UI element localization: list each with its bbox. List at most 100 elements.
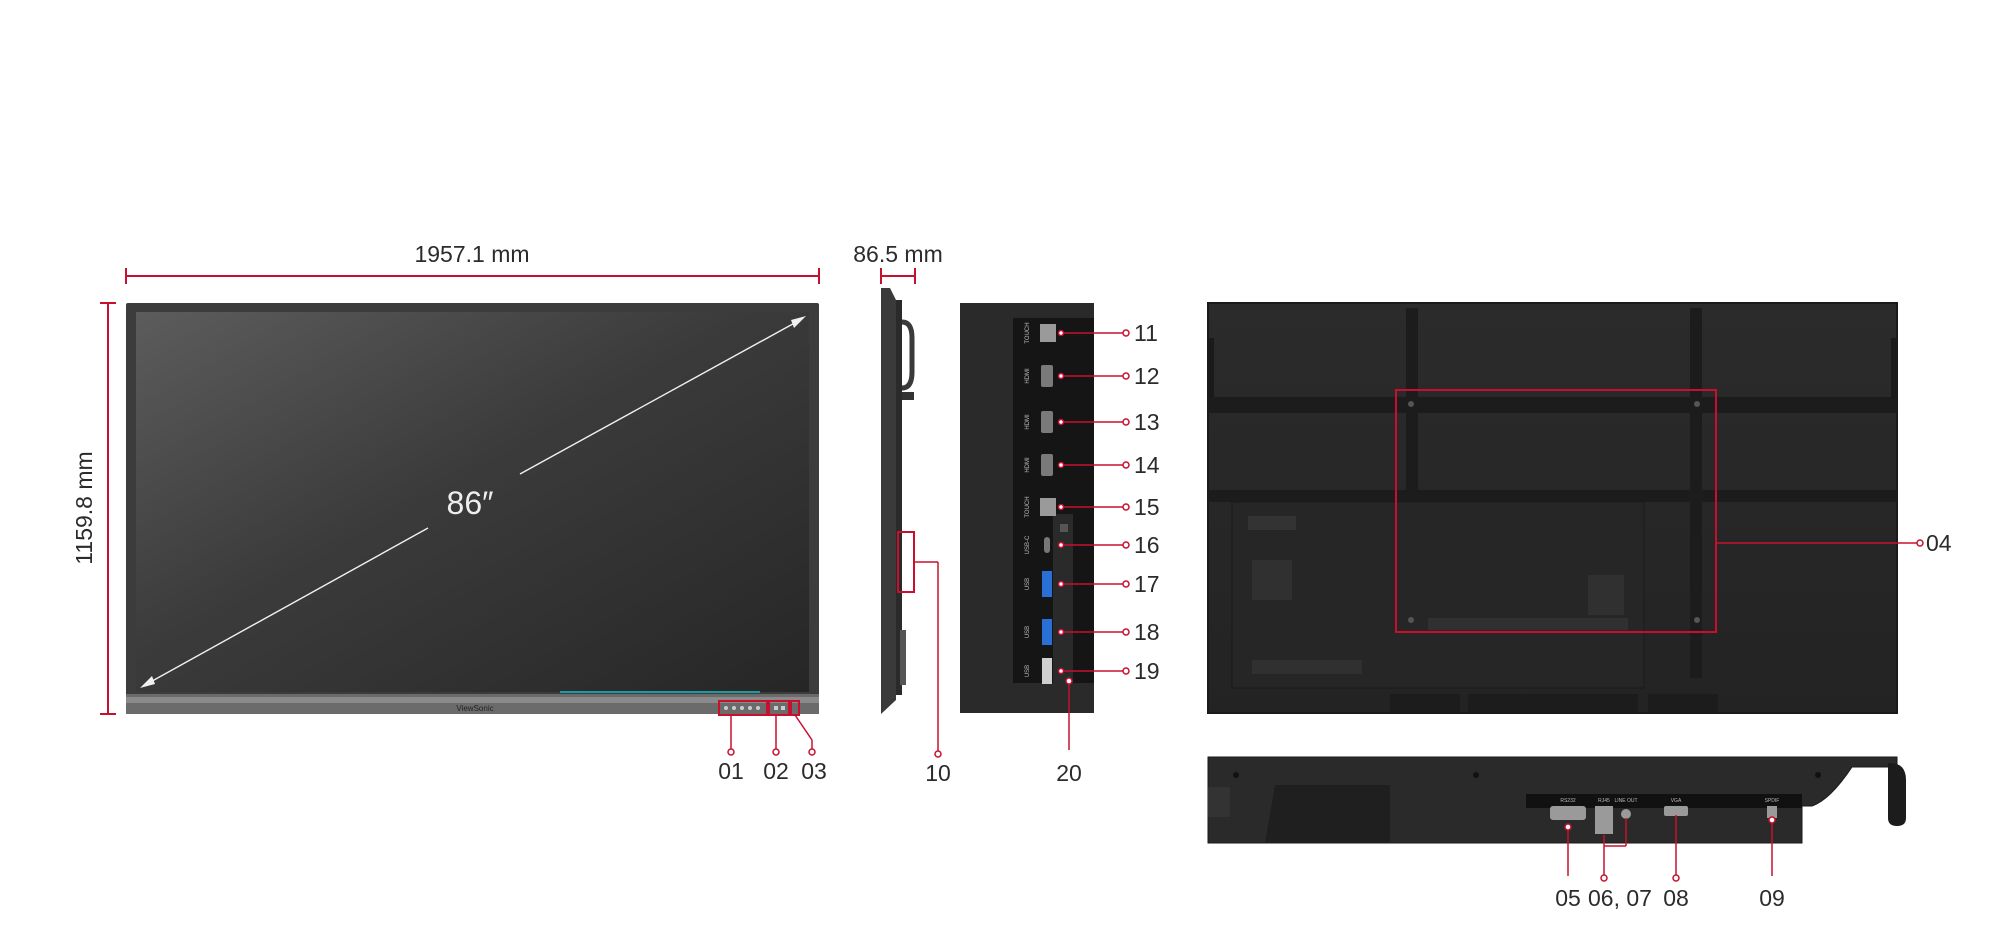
spdif-port [1767, 806, 1777, 818]
bottom-port-label: VGA [1671, 798, 1682, 804]
vent-3 [1588, 575, 1624, 615]
bottom-port-strip [1526, 794, 1802, 808]
callout-02-label: 02 [763, 758, 789, 784]
bottom-recess [1265, 785, 1390, 843]
callout-09-label: 09 [1759, 885, 1785, 911]
width-label: 1957.1 mm [414, 241, 529, 267]
height-dimension: 1159.8 mm [71, 302, 116, 715]
side-body [881, 288, 896, 714]
callout-17: 17 [1057, 571, 1160, 597]
callout-08: 08 [1663, 815, 1689, 911]
callout-13-label: 13 [1134, 409, 1160, 435]
bottom-port-06: RJ45 [1595, 798, 1613, 834]
usb3-port [1042, 571, 1052, 597]
side-rear [896, 300, 902, 695]
port-18: USB [1025, 619, 1052, 645]
side-mount [902, 392, 914, 400]
callout-05: 05 [1555, 823, 1581, 911]
callout-dot [1057, 580, 1065, 588]
front-buttons [718, 700, 800, 716]
vesa-bar-right [1690, 308, 1702, 678]
rj45-port [1595, 806, 1613, 834]
diagonal-arrow [140, 316, 806, 688]
callout-16: 16 [1057, 532, 1160, 558]
ports-cover [1053, 514, 1073, 684]
depth-label: 86.5 mm [853, 241, 942, 267]
back-cover [1231, 501, 1645, 689]
callout-end [1122, 580, 1130, 588]
callout-dot [1057, 541, 1065, 549]
callout-03: 03 [794, 714, 827, 784]
callout-14: 14 [1057, 452, 1160, 478]
port-label: TOUCH [1025, 322, 1031, 343]
audio-jack [1621, 809, 1631, 819]
callout-20-label: 20 [1056, 760, 1082, 786]
callout-19-label: 19 [1134, 658, 1160, 684]
callout-03-label: 03 [801, 758, 827, 784]
bottom-port-label: LINE OUT [1614, 798, 1637, 804]
callout-12: 12 [1057, 363, 1160, 389]
port-15: TOUCH [1025, 496, 1056, 518]
callout-11: 11 [1057, 320, 1158, 346]
back-foot-1 [1390, 694, 1460, 712]
bottom-port-09: SPDIF [1765, 798, 1779, 818]
port-19: USB [1025, 658, 1052, 684]
callout-end [1122, 628, 1130, 636]
vesa-bar-mid [1208, 490, 1897, 502]
callout-dot [1057, 418, 1065, 426]
callout-end [1122, 372, 1130, 380]
callout-17-label: 17 [1134, 571, 1160, 597]
callout-end [1122, 667, 1130, 675]
callout-end [1122, 461, 1130, 469]
port-label: HDMI [1025, 414, 1031, 430]
usb3-port [1042, 619, 1052, 645]
vent-1 [1248, 516, 1296, 530]
bottom-port-label: RS232 [1560, 798, 1576, 804]
callout-dot [1057, 628, 1065, 636]
vent-4 [1252, 660, 1362, 674]
back-foot-2 [1468, 694, 1638, 712]
port-label: USB [1025, 578, 1031, 590]
height-label: 1159.8 mm [71, 451, 97, 564]
callout-20: 20 [1056, 677, 1082, 786]
callout-09: 09 [1759, 816, 1785, 911]
width-dimension: 1957.1 mm [125, 241, 820, 284]
usb-b-port [1040, 324, 1056, 342]
brand-logo: ViewSonic [456, 704, 493, 713]
callout-08-label: 08 [1663, 885, 1689, 911]
callout-end [1122, 329, 1130, 337]
port-17: USB [1025, 571, 1052, 597]
callout-dot [1057, 329, 1065, 337]
side-handle [901, 319, 915, 391]
callout-05-label: 05 [1555, 885, 1581, 911]
callout-13: 13 [1057, 409, 1160, 435]
callout-16-label: 16 [1134, 532, 1160, 558]
usb-b-port [1040, 498, 1056, 516]
callout-02: 02 [763, 715, 789, 784]
callout-04: 04 [1716, 530, 1952, 556]
diagonal-label: 86″ [447, 485, 494, 521]
callout-06-07-label: 06, 07 [1588, 885, 1652, 911]
bottom-port-08: VGA [1664, 798, 1688, 816]
rs232-port [1550, 806, 1586, 820]
callout-19: 19 [1057, 658, 1160, 684]
bottom-bar-highlight [126, 697, 819, 703]
callout-14-label: 14 [1134, 452, 1160, 478]
cover-screw [1060, 524, 1068, 532]
callout-04-label: 04 [1926, 530, 1952, 556]
port-11: TOUCH [1025, 322, 1056, 344]
port-12: HDMI [1025, 365, 1053, 387]
callout-dot [1057, 503, 1065, 511]
port-13: HDMI [1025, 411, 1053, 433]
hdmi-port [1041, 454, 1053, 476]
usb2-port [1042, 658, 1052, 684]
vga-port [1664, 806, 1688, 816]
left-handle [1208, 338, 1214, 398]
callout-10: 10 [914, 561, 951, 786]
side-ports [900, 630, 906, 685]
bottom-grille [1208, 787, 1230, 817]
callout-11-label: 11 [1134, 320, 1158, 346]
callout-15-label: 15 [1134, 494, 1160, 520]
